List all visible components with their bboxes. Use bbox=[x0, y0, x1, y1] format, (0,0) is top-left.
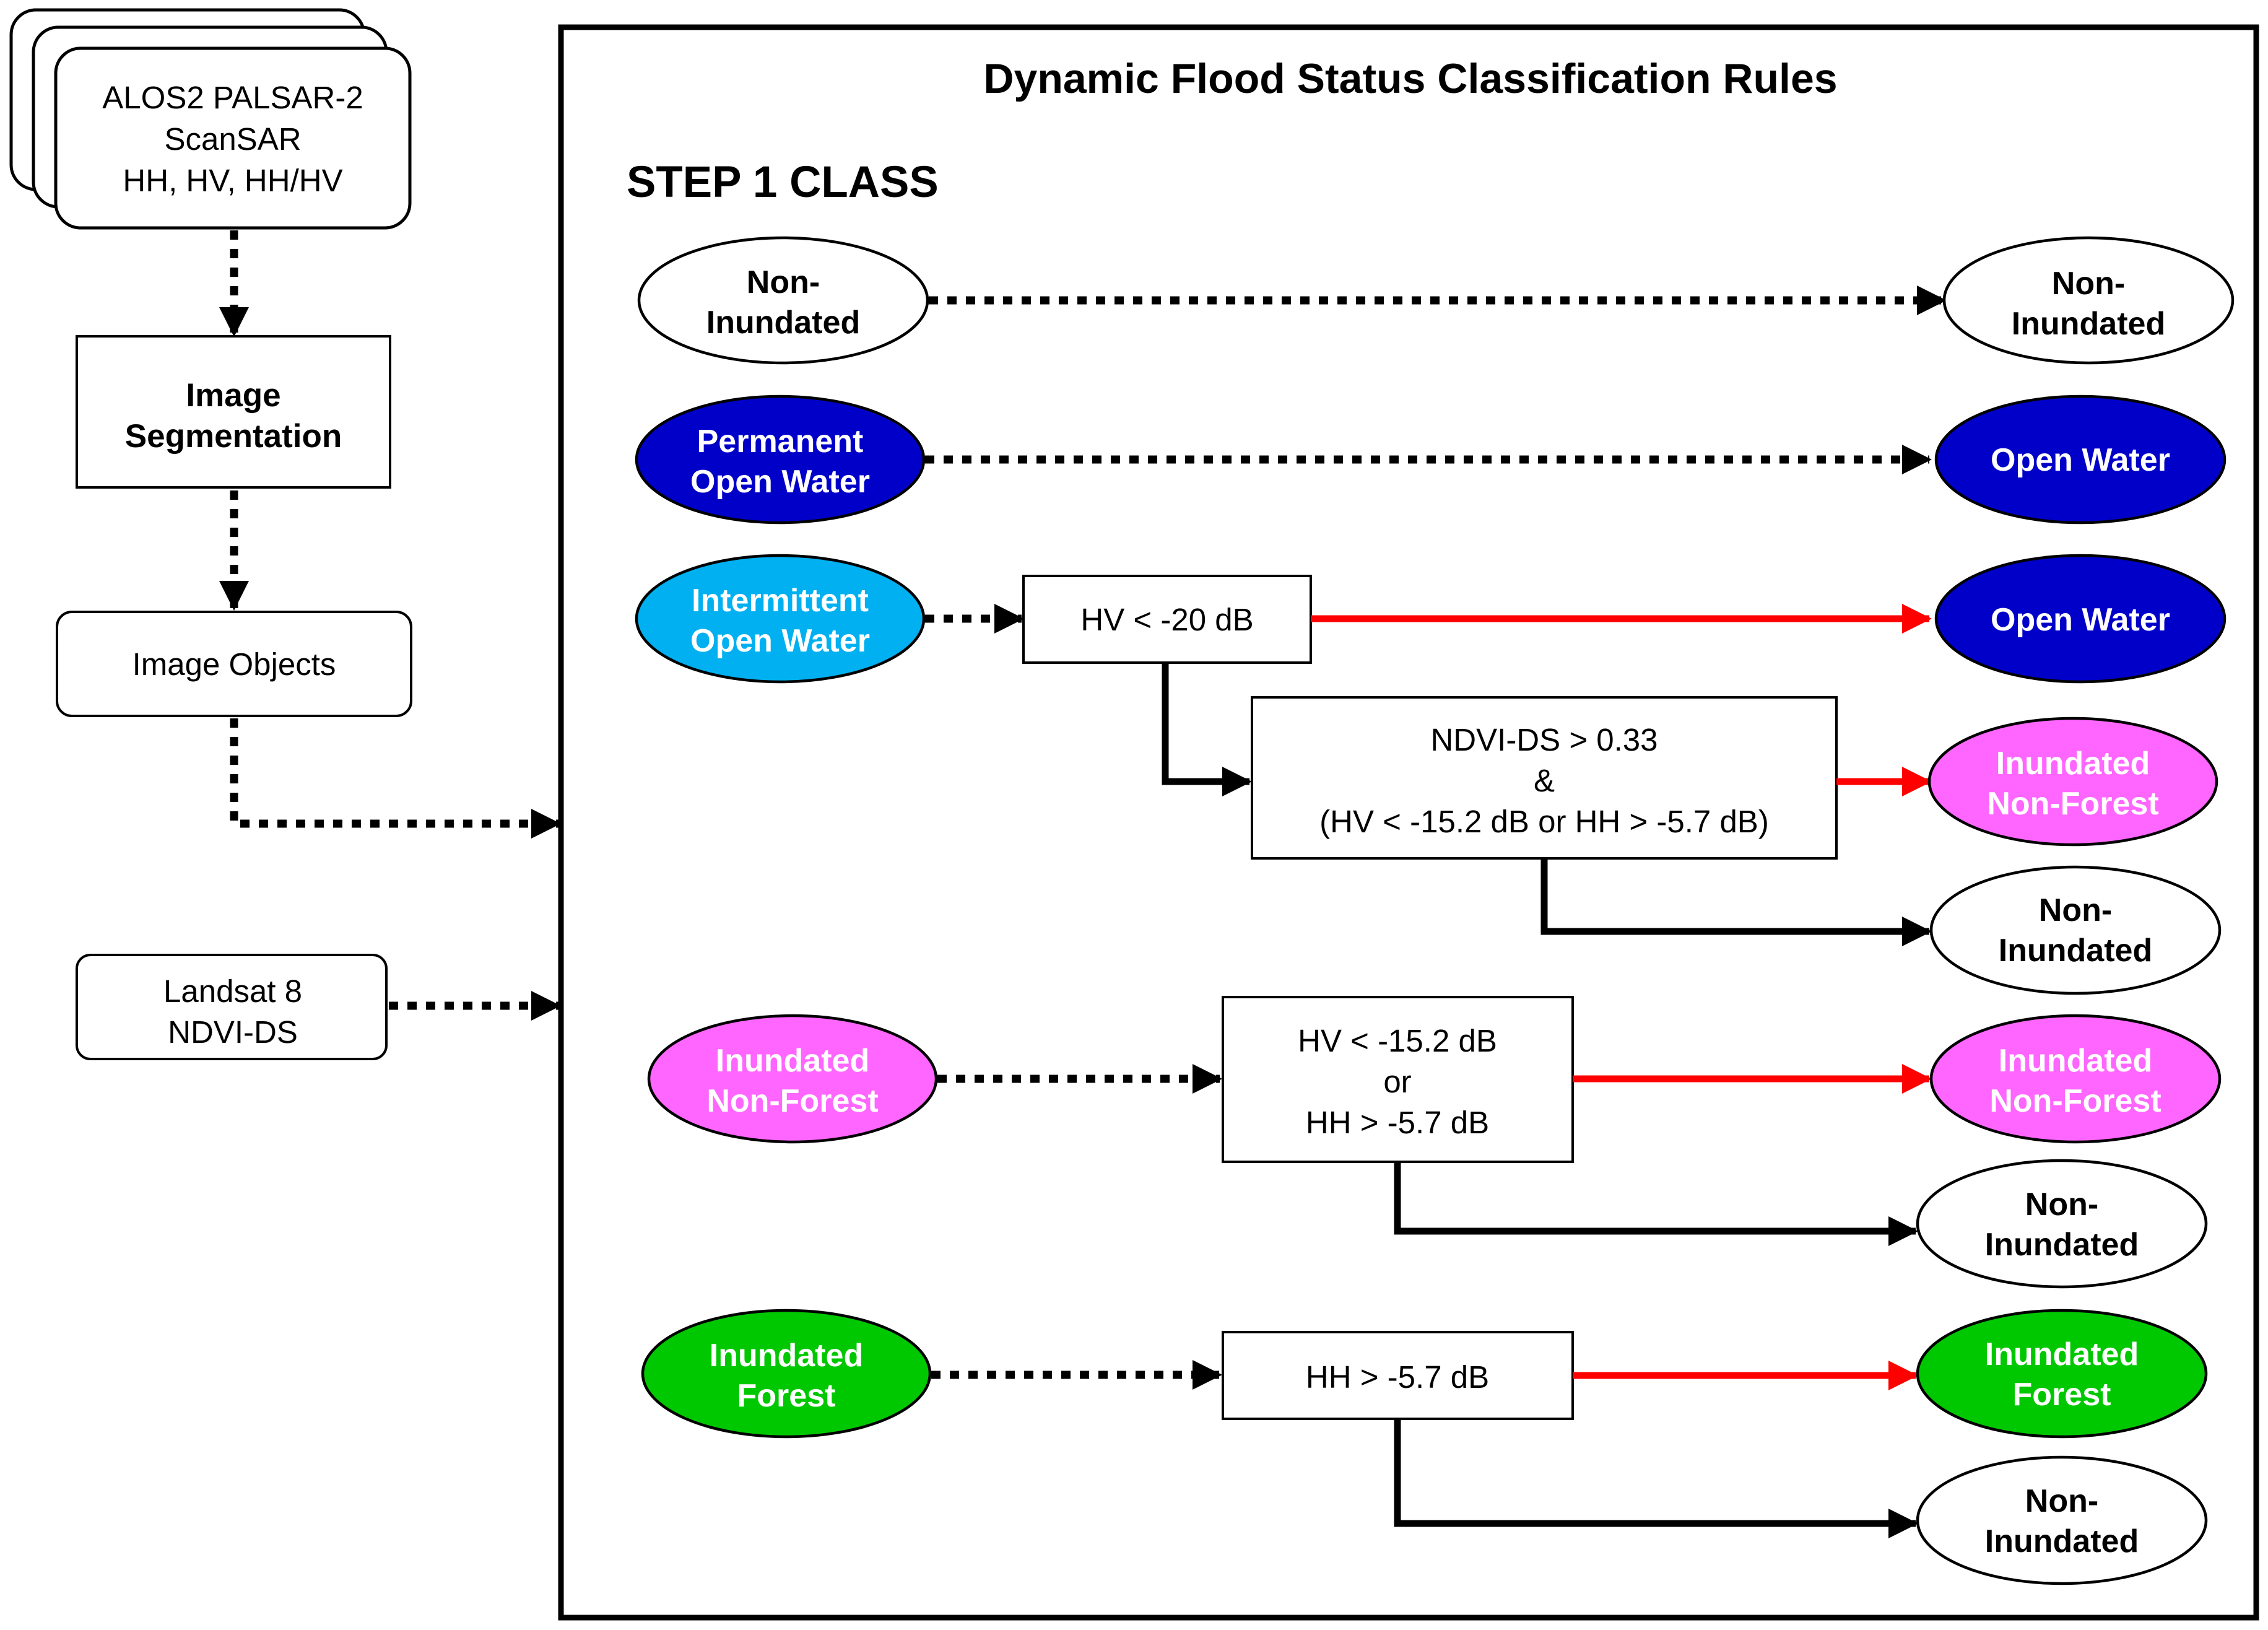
step1-permanent-open-water-line1: Permanent bbox=[697, 424, 864, 460]
rule-ndvi-line2: & bbox=[1534, 763, 1555, 798]
output-open-water-2-label: Open Water bbox=[1991, 602, 2170, 638]
output-open-water-1: Open Water bbox=[1934, 394, 2227, 525]
image-segmentation-box: Image Segmentation bbox=[76, 335, 391, 489]
arrow-objects-to-panel bbox=[230, 718, 561, 839]
arrow-ndvi-rule-false bbox=[1540, 858, 1932, 946]
image-objects-label: Image Objects bbox=[133, 647, 336, 682]
rule-hh: HH > -5.7 dB bbox=[1222, 1331, 1574, 1420]
step1-non-inundated-line1: Non- bbox=[747, 264, 820, 300]
image-objects-box: Image Objects bbox=[56, 611, 412, 717]
segmentation-label-line1: Image bbox=[186, 377, 280, 414]
output-inundated-non-forest-1-line1: Inundated bbox=[1996, 746, 2150, 782]
output-non-inundated-1: Non- Inundated bbox=[1942, 236, 2235, 365]
output-inundated-non-forest-2-line2: Non-Forest bbox=[1989, 1083, 2161, 1119]
step1-inundated-non-forest: Inundated Non-Forest bbox=[647, 1014, 938, 1144]
step1-intermittent-open-water-line2: Open Water bbox=[690, 623, 870, 659]
step1-non-inundated-line2: Inundated bbox=[706, 305, 860, 341]
step1-intermittent-open-water: Intermittent Open Water bbox=[635, 554, 926, 684]
output-inundated-non-forest-1: Inundated Non-Forest bbox=[1927, 717, 2218, 847]
sar-label-line2: ScanSAR bbox=[164, 121, 301, 157]
step1-permanent-open-water-line2: Open Water bbox=[690, 464, 870, 500]
output-inundated-forest: Inundated Forest bbox=[1916, 1309, 2208, 1439]
step1-inundated-forest-line2: Forest bbox=[737, 1378, 836, 1414]
sar-input-stack: ALOS2 PALSAR-2 ScanSAR HH, HV, HH/HV bbox=[9, 8, 412, 230]
rule-ndvi-line1: NDVI-DS > 0.33 bbox=[1430, 722, 1658, 757]
output-non-inundated-4-line1: Non- bbox=[2025, 1483, 2098, 1519]
output-non-inundated-3-line1: Non- bbox=[2025, 1187, 2098, 1222]
step1-inundated-forest-line1: Inundated bbox=[710, 1338, 863, 1374]
landsat-label-line2: NDVI-DS bbox=[168, 1014, 298, 1050]
sar-stack-front bbox=[54, 46, 412, 230]
output-non-inundated-4: Non- Inundated bbox=[1916, 1455, 2208, 1585]
step1-intermittent-open-water-line1: Intermittent bbox=[692, 583, 869, 619]
rule-hv-or-hh-line1: HV < -15.2 dB bbox=[1298, 1023, 1497, 1058]
rule-hv-or-hh: HV < -15.2 dB or HH > -5.7 dB bbox=[1222, 996, 1574, 1163]
output-non-inundated-1-line2: Inundated bbox=[2012, 306, 2165, 342]
step1-permanent-open-water: Permanent Open Water bbox=[635, 394, 926, 525]
step1-class-heading: STEP 1 CLASS bbox=[627, 158, 939, 207]
rule-hh-label: HH > -5.7 dB bbox=[1306, 1359, 1489, 1395]
sar-label-line3: HH, HV, HH/HV bbox=[123, 163, 342, 198]
output-non-inundated-1-line1: Non- bbox=[2052, 266, 2125, 302]
output-non-inundated-3-line2: Inundated bbox=[1985, 1227, 2139, 1263]
step1-non-inundated: Non- Inundated bbox=[637, 236, 929, 365]
step1-inundated-non-forest-line1: Inundated bbox=[716, 1043, 869, 1079]
output-non-inundated-2: Non- Inundated bbox=[1929, 865, 2222, 995]
rule-hv-or-hh-line2: or bbox=[1383, 1064, 1411, 1099]
rule-ndvi-line3: (HV < -15.2 dB or HH > -5.7 dB) bbox=[1319, 804, 1769, 839]
rule-hv-lt-minus-20-label: HV < -20 dB bbox=[1080, 602, 1253, 637]
step1-inundated-non-forest-line2: Non-Forest bbox=[706, 1083, 878, 1119]
rule-hv-lt-minus-20: HV < -20 dB bbox=[1022, 575, 1312, 664]
arrow-hv-rule-false bbox=[1162, 663, 1252, 796]
output-inundated-forest-line1: Inundated bbox=[1985, 1336, 2139, 1372]
output-open-water-2: Open Water bbox=[1934, 554, 2227, 684]
sar-label-line1: ALOS2 PALSAR-2 bbox=[102, 80, 363, 115]
output-inundated-non-forest-2: Inundated Non-Forest bbox=[1929, 1014, 2222, 1144]
output-inundated-forest-line2: Forest bbox=[2013, 1377, 2111, 1413]
output-inundated-non-forest-2-line1: Inundated bbox=[1999, 1043, 2152, 1079]
arrow-hh-false bbox=[1394, 1419, 1918, 1538]
output-open-water-1-label: Open Water bbox=[1991, 442, 2170, 478]
output-non-inundated-3: Non- Inundated bbox=[1916, 1159, 2208, 1289]
rule-hv-or-hh-line3: HH > -5.7 dB bbox=[1306, 1105, 1489, 1140]
output-non-inundated-2-line2: Inundated bbox=[1999, 933, 2152, 969]
step1-inundated-forest: Inundated Forest bbox=[641, 1309, 932, 1439]
output-inundated-non-forest-1-line2: Non-Forest bbox=[1987, 786, 2158, 822]
rule-ndvi-combined: NDVI-DS > 0.33 & (HV < -15.2 dB or HH > … bbox=[1251, 696, 1838, 860]
panel-title: Dynamic Flood Status Classification Rule… bbox=[983, 55, 1837, 102]
arrow-hv-or-hh-false bbox=[1394, 1162, 1918, 1246]
output-non-inundated-2-line1: Non- bbox=[2039, 892, 2112, 928]
output-non-inundated-4-line2: Inundated bbox=[1985, 1523, 2139, 1559]
landsat-label-line1: Landsat 8 bbox=[163, 974, 302, 1009]
classification-panel bbox=[558, 24, 2259, 1621]
landsat-box: Landsat 8 NDVI-DS bbox=[76, 954, 388, 1060]
segmentation-label-line2: Segmentation bbox=[125, 418, 342, 455]
